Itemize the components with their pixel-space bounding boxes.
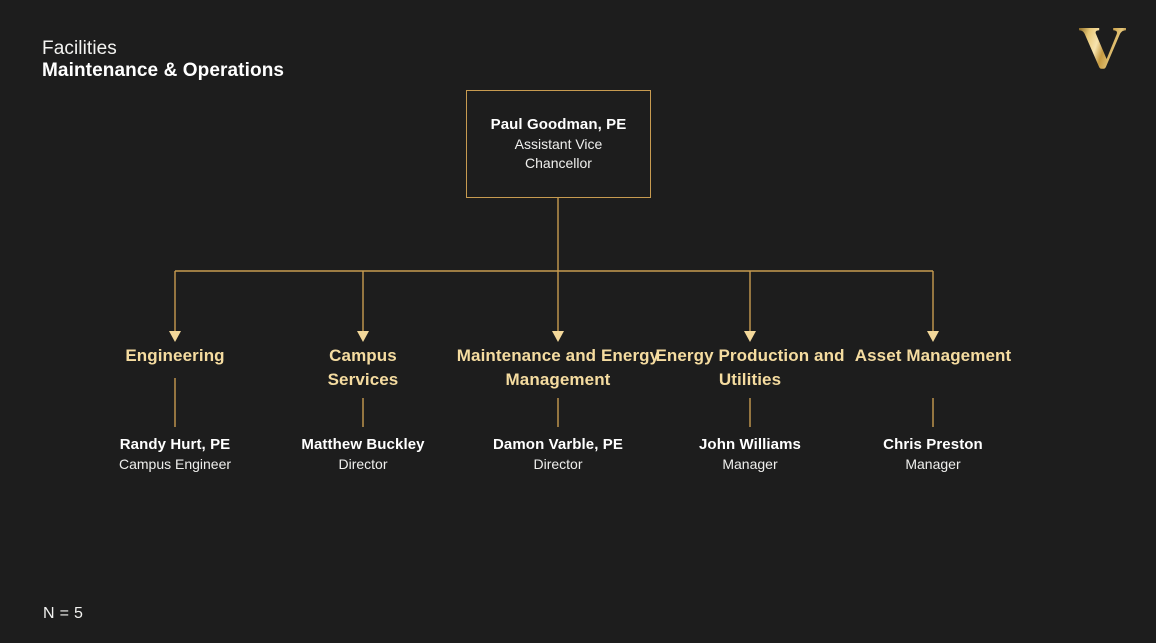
org-column-campus-services: Campus Services Matthew Buckley Director bbox=[258, 344, 468, 472]
person-title: Manager bbox=[905, 456, 961, 472]
org-column-energy-production-utilities: Energy Production and Utilities John Wil… bbox=[655, 344, 845, 472]
person-name: Randy Hurt, PE bbox=[119, 436, 231, 453]
page-title-line1: Facilities bbox=[42, 38, 117, 59]
person-block: Randy Hurt, PE Campus Engineer bbox=[70, 436, 280, 472]
org-column-asset-management: Asset Management Chris Preston Manager bbox=[848, 344, 1018, 472]
person-block: John Williams Manager bbox=[655, 436, 845, 472]
root-node-box: Paul Goodman, PE Assistant Vice Chancell… bbox=[466, 90, 651, 198]
page-title-line2: Maintenance & Operations bbox=[42, 60, 285, 82]
sample-size-note: N = 5 bbox=[43, 605, 84, 622]
department-label: Campus Services bbox=[327, 346, 399, 390]
department-label: Maintenance and Energy Management bbox=[456, 346, 660, 390]
person-title: Director bbox=[338, 456, 388, 472]
arrowhead-5 bbox=[927, 331, 939, 342]
org-column-maintenance-energy-management: Maintenance and Energy Management Damon … bbox=[452, 344, 664, 472]
vanderbilt-v-logo-icon bbox=[1072, 18, 1134, 74]
root-node-name: Paul Goodman, PE bbox=[490, 115, 627, 133]
person-name: Matthew Buckley bbox=[301, 436, 425, 453]
person-name: Chris Preston bbox=[883, 436, 983, 453]
person-name: Damon Varble, PE bbox=[493, 436, 623, 453]
arrowhead-3 bbox=[552, 331, 564, 342]
person-block: Matthew Buckley Director bbox=[258, 436, 468, 472]
page-title: Facilities Maintenance & Operations bbox=[42, 38, 284, 83]
person-block: Damon Varble, PE Director bbox=[452, 436, 664, 472]
arrowhead-4 bbox=[744, 331, 756, 342]
person-block: Chris Preston Manager bbox=[848, 436, 1018, 472]
person-title: Campus Engineer bbox=[118, 456, 232, 472]
department-label: Energy Production and Utilities bbox=[655, 346, 845, 390]
department-label: Asset Management bbox=[854, 346, 1012, 365]
person-title: Director bbox=[533, 456, 583, 472]
person-title: Manager bbox=[722, 456, 778, 472]
arrowhead-1 bbox=[169, 331, 181, 342]
org-column-engineering: Engineering Randy Hurt, PE Campus Engine… bbox=[70, 344, 280, 472]
root-node-title: Assistant Vice Chancellor bbox=[514, 135, 603, 171]
arrowhead-2 bbox=[357, 331, 369, 342]
person-name: John Williams bbox=[698, 436, 801, 453]
department-label: Engineering bbox=[125, 346, 225, 365]
